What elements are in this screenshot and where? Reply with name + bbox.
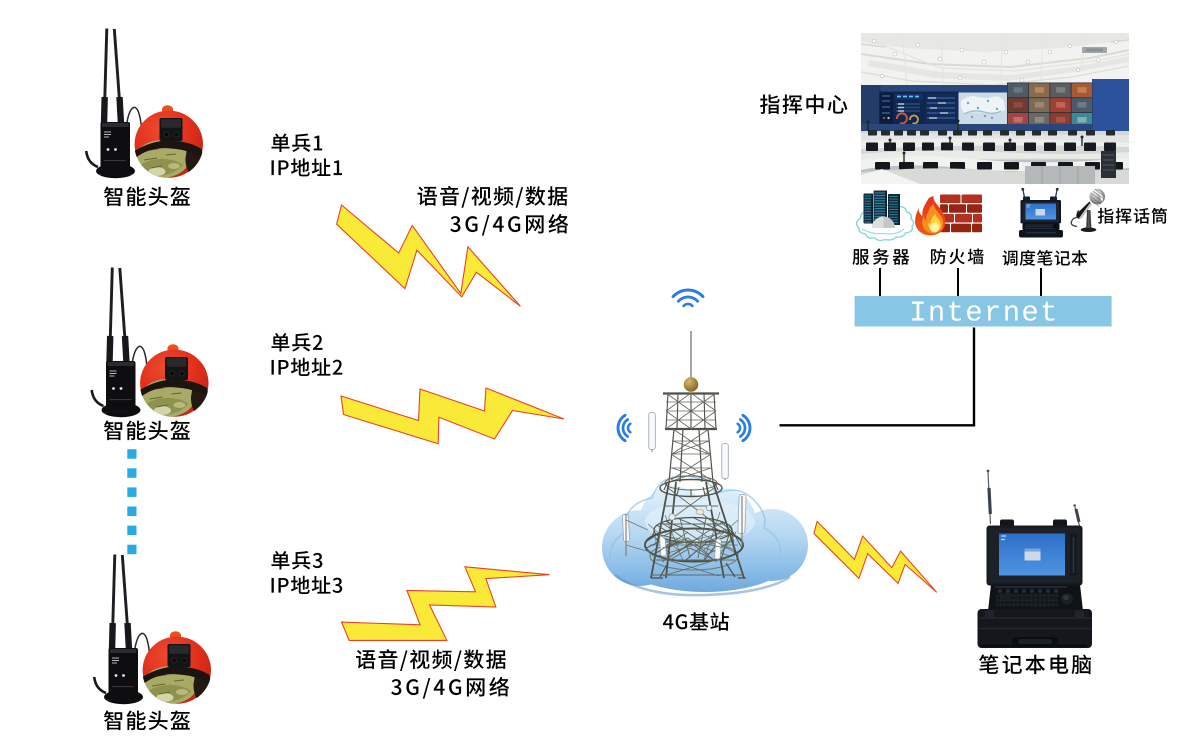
svg-text:Internet: Internet — [909, 296, 1059, 329]
